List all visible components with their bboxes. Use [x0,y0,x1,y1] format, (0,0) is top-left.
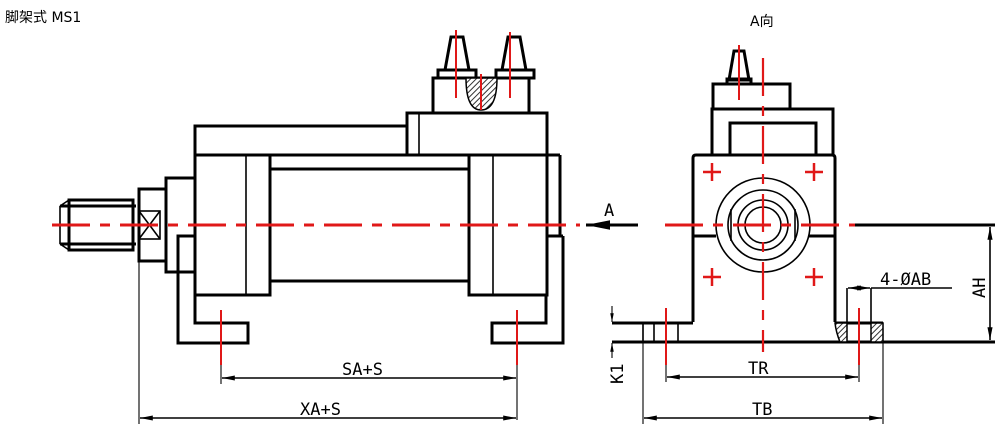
svg-text:K1: K1 [608,364,628,384]
hole-hatch-left [834,322,848,343]
svg-text:TB: TB [752,400,772,420]
dimension-hole: 4-ØAB [848,270,952,291]
dimension-ah: AH [970,227,993,340]
dimension-xa-s: XA+S [138,261,516,424]
hole-hatch-right [870,322,884,343]
dimension-sa-s: SA+S [220,360,518,420]
dimension-tb: TB [642,323,884,424]
pipe-fitting-right [494,35,536,80]
drawing-title: 脚架式 MS1 [5,10,81,26]
side-view: 4-ØAB AH K1 TR TB [608,45,995,424]
valve-base [405,111,549,157]
side-valve-body [711,82,792,111]
dimension-k1: K1 [608,306,628,384]
side-body [691,153,837,322]
cylinder-tube [268,167,471,283]
tie-rod-marks [703,163,823,286]
top-manifold [193,124,409,157]
svg-text:4-ØAB: 4-ØAB [880,270,931,290]
view-a-label: A向 [750,14,774,30]
dimension-tr: TR [665,359,860,382]
foot-rear [490,236,565,345]
svg-text:XA+S: XA+S [300,400,341,420]
front-view: A SA+S XA+S [52,30,638,424]
foot-front [176,234,250,345]
side-manifold-inner [728,121,818,157]
section-arrow-label: A [604,201,614,221]
svg-text:SA+S: SA+S [342,360,383,380]
svg-text:AH: AH [970,278,990,298]
svg-text:TR: TR [748,359,769,379]
